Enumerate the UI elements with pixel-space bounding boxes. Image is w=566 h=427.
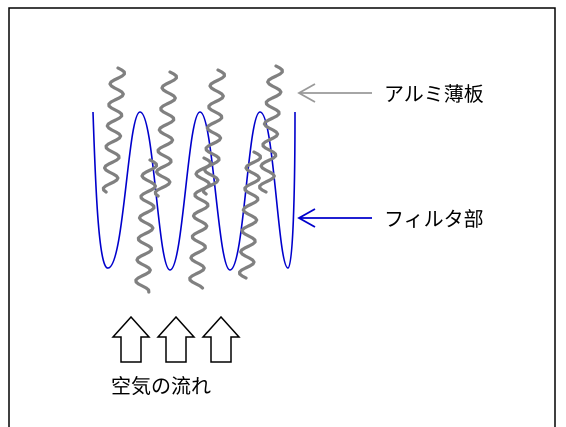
aluminum-plate [201,68,226,196]
filter-section-label: フィルタ部 [384,207,484,231]
filter-pointer-arrow [297,208,372,228]
aluminum-plate-label: アルミ薄板 [384,82,484,106]
up-arrow-icon [111,315,151,363]
aluminum-plate [101,66,126,194]
filter-wave [92,111,296,271]
aluminum-plate [134,158,159,294]
aluminum-plate [258,64,284,194]
diagram-frame [8,7,556,427]
plate-pointer-arrow [297,83,372,103]
aluminum-plates [101,64,284,294]
air-flow-label: 空気の流れ [111,374,211,398]
aluminum-plate [238,150,262,280]
aluminum-plate [188,156,213,290]
up-arrow-icon [201,315,241,363]
air-flow-arrows [111,315,241,363]
aluminum-plate [153,70,178,198]
up-arrow-icon [156,315,196,363]
